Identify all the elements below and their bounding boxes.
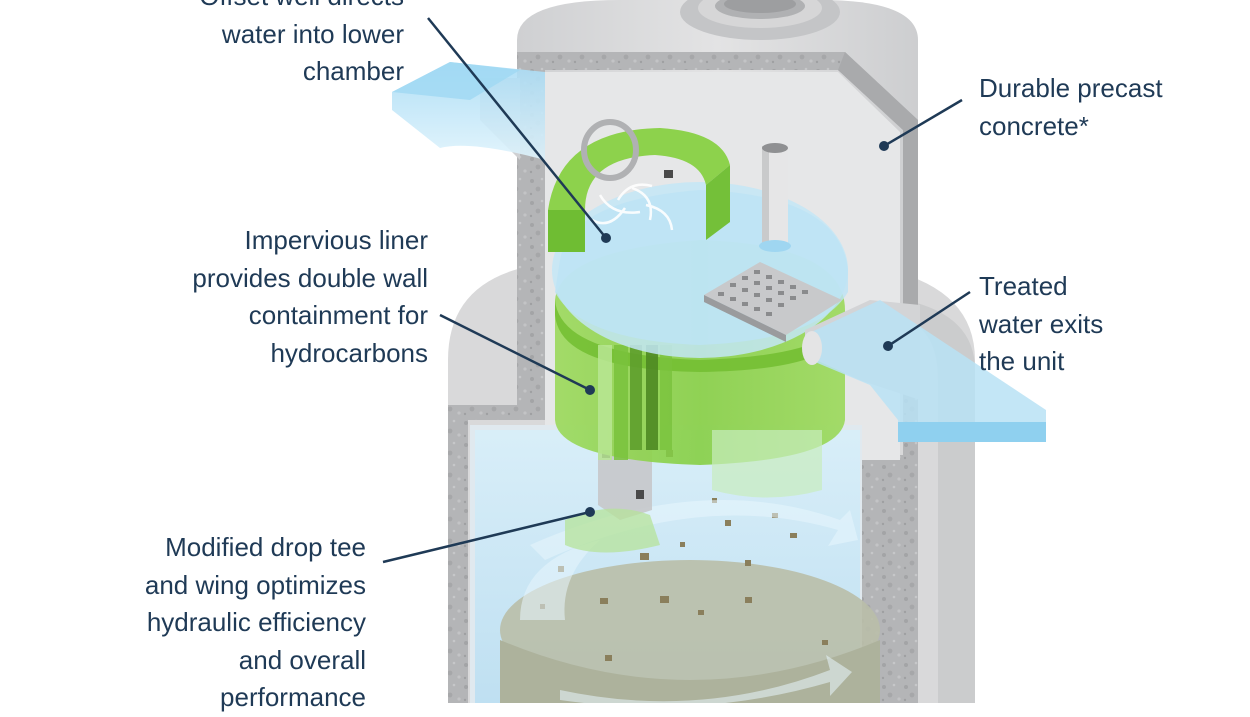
callout-line: concrete* bbox=[979, 110, 1089, 141]
vent-pipe bbox=[759, 143, 791, 252]
callout-line: Offset well directs bbox=[199, 0, 404, 16]
callout-line: water into lower bbox=[221, 18, 404, 49]
outlet-pipe bbox=[802, 300, 1046, 442]
outlet-grate bbox=[704, 262, 842, 342]
callout-line: water exits bbox=[979, 308, 1104, 339]
inlet-pipe bbox=[392, 62, 545, 160]
callout-line: the unit bbox=[979, 346, 1065, 376]
callout-offset-well: Offset well directs water into lower cha… bbox=[199, 0, 404, 91]
callout-precast-concrete: Durable precast concrete* bbox=[979, 70, 1163, 145]
flow-arrows bbox=[520, 500, 858, 703]
upper-water bbox=[552, 182, 848, 358]
callout-treated-water: Treated water exits the unit bbox=[979, 268, 1103, 381]
callout-line: and overall bbox=[238, 644, 366, 675]
callout-line: and wing optimizes bbox=[144, 569, 366, 600]
callout-line: hydraulic efficiency bbox=[146, 607, 366, 637]
callout-line: Modified drop tee bbox=[165, 532, 366, 562]
offset-well bbox=[548, 119, 730, 252]
callout-lines bbox=[382, 17, 971, 564]
callout-drop-tee: Modified drop tee and wing optimizes hyd… bbox=[145, 529, 366, 717]
callout-line: performance bbox=[220, 682, 366, 712]
callout-line: Impervious liner bbox=[244, 225, 428, 255]
callout-line: Durable precast bbox=[979, 73, 1163, 103]
callout-line: containment for bbox=[248, 300, 428, 330]
callout-line: provides double wall bbox=[192, 262, 428, 293]
callout-impervious-liner: Impervious liner provides double wall co… bbox=[192, 222, 428, 372]
callout-line: Treated bbox=[979, 271, 1068, 301]
callout-line: hydrocarbons bbox=[270, 337, 428, 368]
callout-line: chamber bbox=[302, 56, 404, 86]
